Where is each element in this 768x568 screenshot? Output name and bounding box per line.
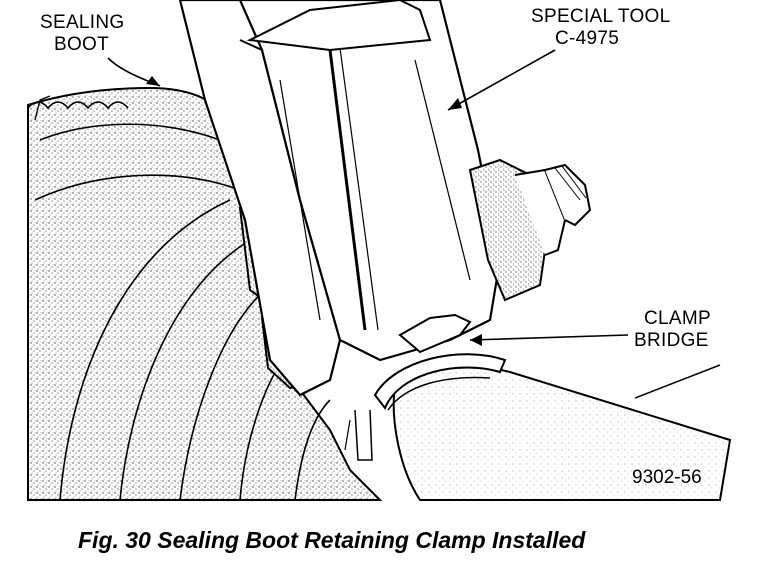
special-tool-label: SPECIAL TOOL C-4975 (531, 6, 670, 50)
special-tool-label-line1: SPECIAL TOOL (531, 6, 671, 27)
axle-shaft-drawing (344, 353, 732, 501)
clamp-bridge-label: CLAMP BRIDGE (634, 308, 711, 352)
sealing-boot-label-line1: SEALING (40, 12, 125, 33)
special-tool-label-line2: C-4975 (555, 28, 620, 49)
clamp-bridge-label-line2: BRIDGE (634, 330, 709, 351)
sealing-boot-label-line2: BOOT (54, 34, 110, 55)
clamp-bridge-leader (469, 334, 629, 341)
figure-number: 9302-56 (632, 467, 702, 488)
sealing-boot-arrowhead (146, 76, 160, 86)
special-tool-drawing (178, 0, 592, 397)
clamp-bridge-arrowhead (470, 334, 482, 346)
clamp-bridge-label-line1: CLAMP (644, 308, 711, 329)
special-tool-arrowhead (448, 98, 462, 110)
sealing-boot-label: SEALING BOOT (40, 12, 124, 56)
special-tool-leader (447, 49, 556, 111)
figure-caption: Fig. 30 Sealing Boot Retaining Clamp Ins… (78, 527, 586, 553)
